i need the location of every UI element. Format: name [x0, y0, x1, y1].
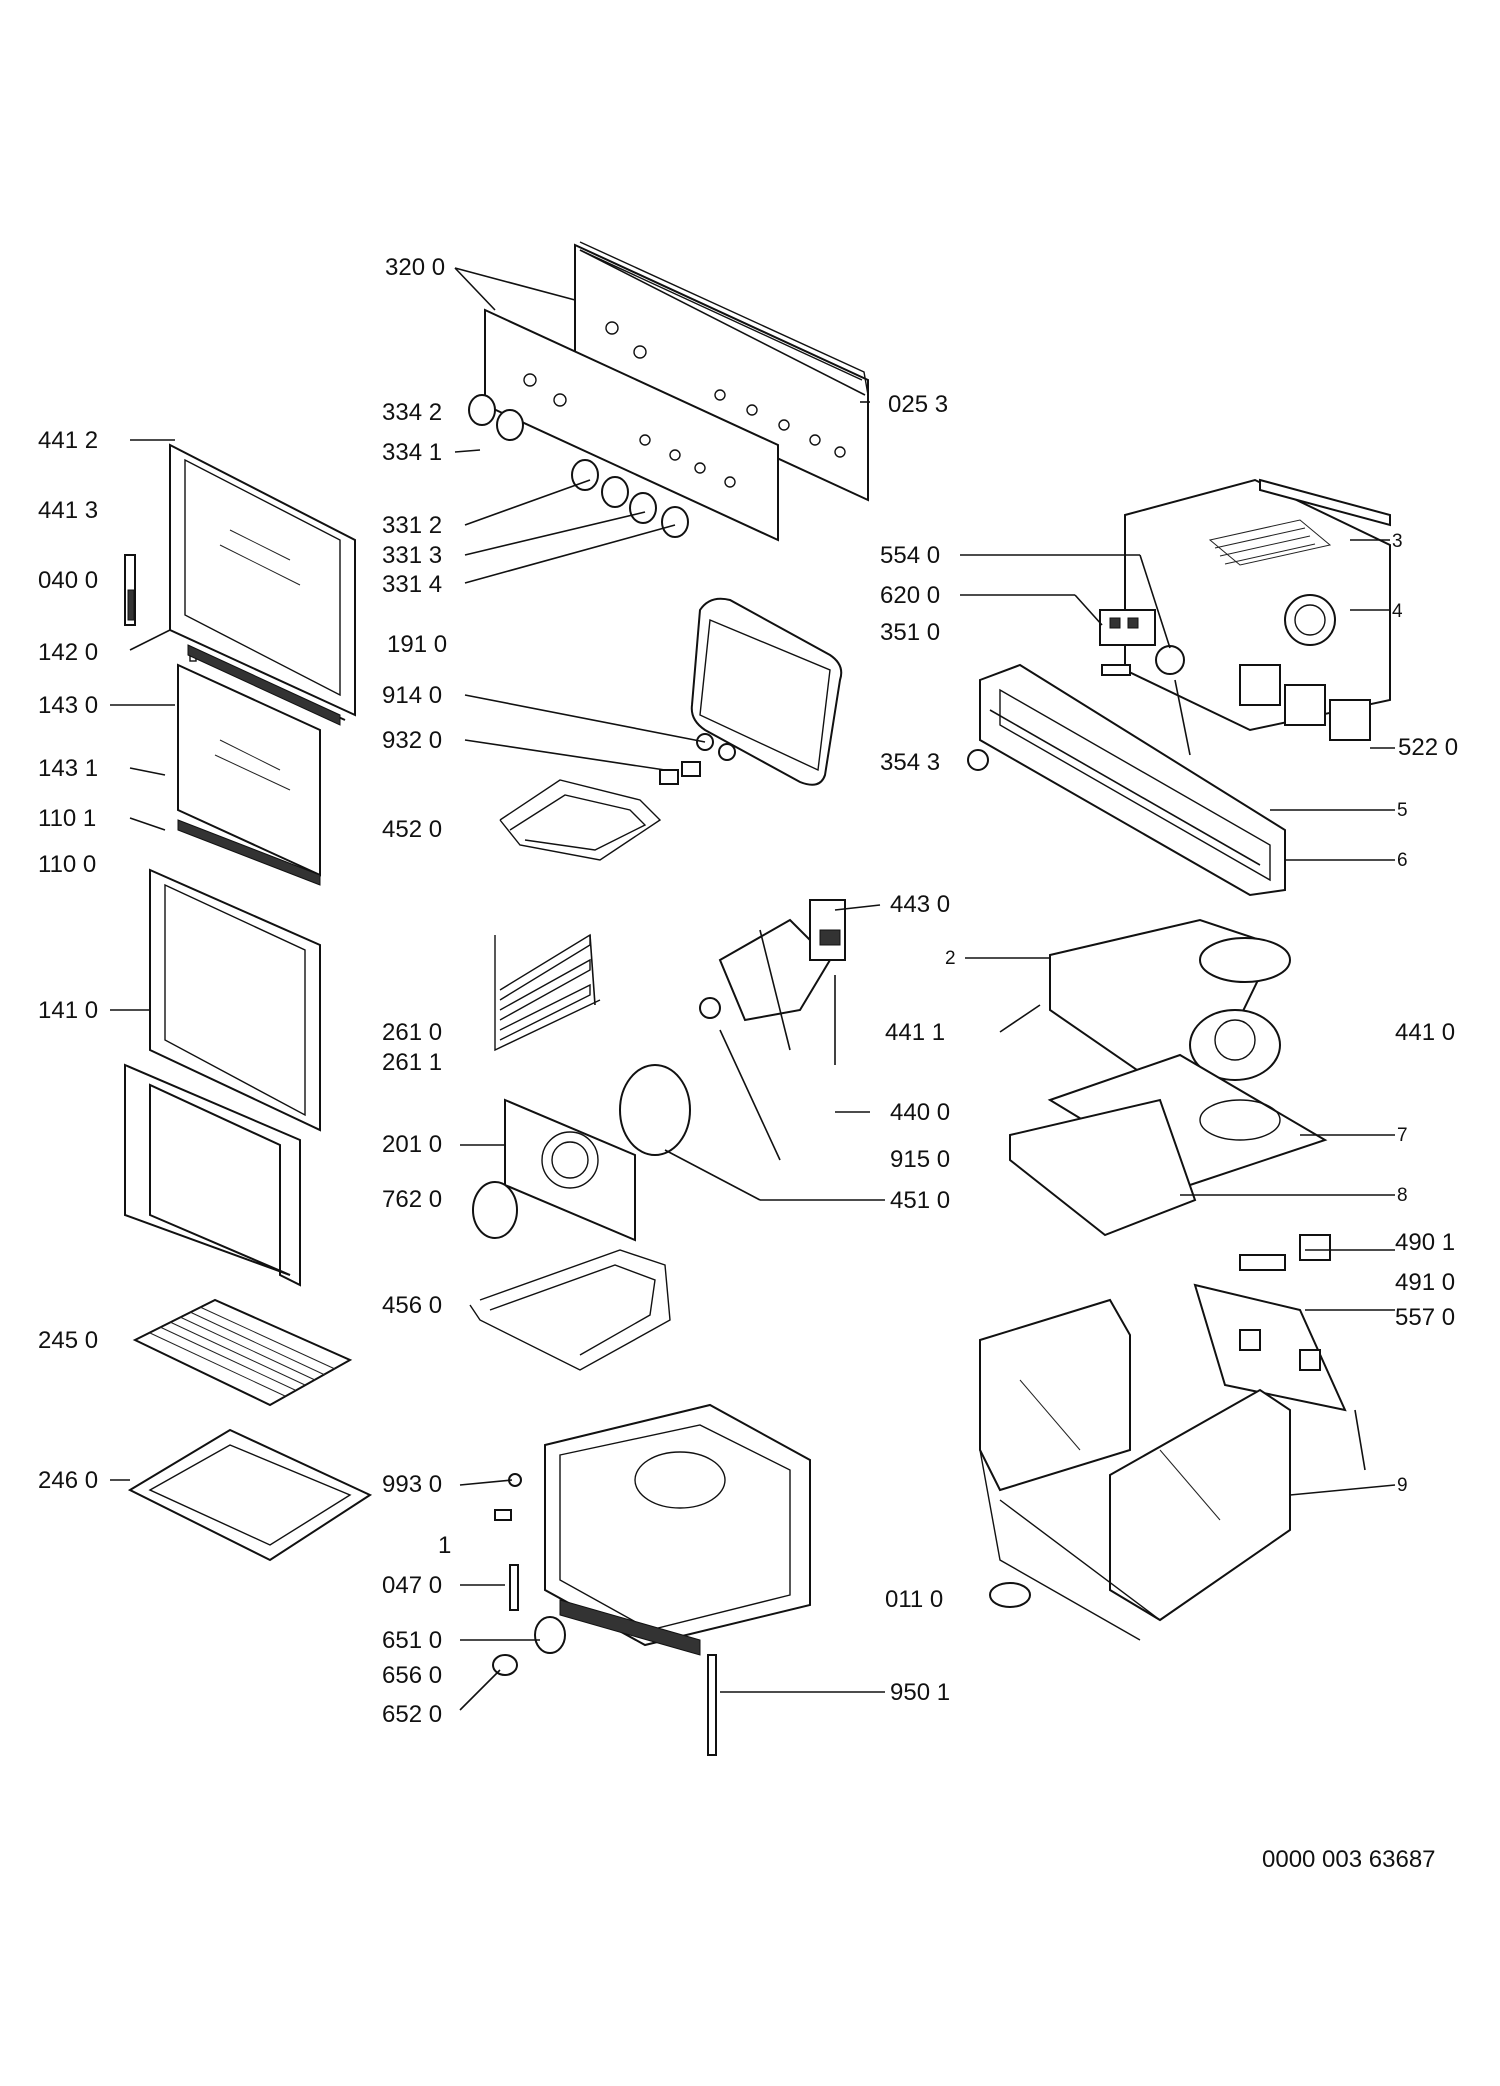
oven-cavity	[544, 1403, 811, 1756]
label-554-0: 554 0	[880, 542, 940, 569]
label-011-0: 011 0	[885, 1586, 943, 1613]
label-141-0: 141 0	[38, 997, 98, 1024]
door-glass-parts	[124, 443, 356, 1287]
label-331-2: 331 2	[382, 512, 442, 539]
label-557-0: 557 0	[1395, 1304, 1455, 1331]
label-656-0: 656 0	[382, 1662, 442, 1689]
label-2: 2	[945, 948, 956, 969]
label-915-0: 915 0	[890, 1146, 950, 1173]
label-652-0: 652 0	[382, 1701, 442, 1728]
label-110-0: 110 0	[38, 851, 96, 878]
label-451-0: 451 0	[890, 1187, 950, 1214]
switch-parts	[967, 609, 1185, 771]
label-3: 3	[1392, 531, 1403, 552]
knob-parts	[468, 394, 689, 538]
rear-electrical-panel	[1193, 1234, 1347, 1412]
label-9: 9	[1397, 1475, 1408, 1496]
label-142-0: 142 0	[38, 639, 98, 666]
label-950-1: 950 1	[890, 1679, 950, 1706]
label-441-0: 441 0	[1395, 1019, 1455, 1046]
electronics-module	[1124, 478, 1391, 741]
label-441-3: 441 3	[38, 497, 98, 524]
top-plates	[1009, 918, 1328, 1237]
label-5: 5	[1397, 800, 1408, 821]
label-025-3: 025 3	[888, 391, 948, 418]
label-441-2: 441 2	[38, 427, 98, 454]
label-456-0: 456 0	[382, 1292, 442, 1319]
label-490-1: 490 1	[1395, 1229, 1455, 1256]
lower-element	[469, 1249, 671, 1371]
front-frame	[979, 663, 1286, 897]
label-331-3: 331 3	[382, 542, 442, 569]
label-143-1: 143 1	[38, 755, 98, 782]
label-110-1: 110 1	[38, 805, 96, 832]
label-993-0: 993 0	[382, 1471, 442, 1498]
label-201-0: 201 0	[382, 1131, 442, 1158]
label-040-0: 040 0	[38, 567, 98, 594]
label-651-0: 651 0	[382, 1627, 442, 1654]
leader-lines	[110, 267, 1396, 1711]
side-rails	[494, 933, 601, 1052]
part-labels: 320 0 025 3 334 2 334 1 441 2 441 3 040 …	[38, 254, 1458, 1728]
label-443-0: 443 0	[890, 891, 950, 918]
label-7: 7	[1397, 1125, 1408, 1146]
label-932-0: 932 0	[382, 727, 442, 754]
label-1: 1	[438, 1532, 451, 1559]
label-331-4: 331 4	[382, 571, 442, 598]
label-261-1: 261 1	[382, 1049, 442, 1076]
label-620-0: 620 0	[880, 582, 940, 609]
label-191-0: 191 0	[387, 631, 447, 658]
label-245-0: 245 0	[38, 1327, 98, 1354]
label-914-0: 914 0	[382, 682, 442, 709]
label-351-0: 351 0	[880, 619, 940, 646]
label-491-0: 491 0	[1395, 1269, 1455, 1296]
rear-panel-fan	[472, 1064, 691, 1242]
label-522-0: 522 0	[1398, 734, 1458, 761]
document-number: 0000 003 63687	[1262, 1846, 1436, 1873]
label-6: 6	[1397, 850, 1408, 871]
fan-assembly	[699, 899, 846, 1065]
label-334-1: 334 1	[382, 439, 442, 466]
label-441-1: 441 1	[885, 1019, 945, 1046]
control-panel-part	[484, 241, 869, 542]
label-354-3: 354 3	[880, 749, 940, 776]
label-440-0: 440 0	[890, 1099, 950, 1126]
oven-gasket	[690, 597, 843, 786]
label-8: 8	[1397, 1185, 1408, 1206]
label-4: 4	[1392, 601, 1403, 622]
label-047-0: 047 0	[382, 1572, 442, 1599]
small-parts-lower-left	[492, 1473, 566, 1676]
label-452-0: 452 0	[382, 816, 442, 843]
heating-elements	[499, 733, 736, 861]
oven-racks	[127, 1298, 373, 1562]
outer-shell	[979, 1298, 1291, 1641]
label-246-0: 246 0	[38, 1467, 98, 1494]
label-320-0: 320 0	[385, 254, 445, 281]
label-334-2: 334 2	[382, 399, 442, 426]
label-261-0: 261 0	[382, 1019, 442, 1046]
label-143-0: 143 0	[38, 692, 98, 719]
label-762-0: 762 0	[382, 1186, 442, 1213]
